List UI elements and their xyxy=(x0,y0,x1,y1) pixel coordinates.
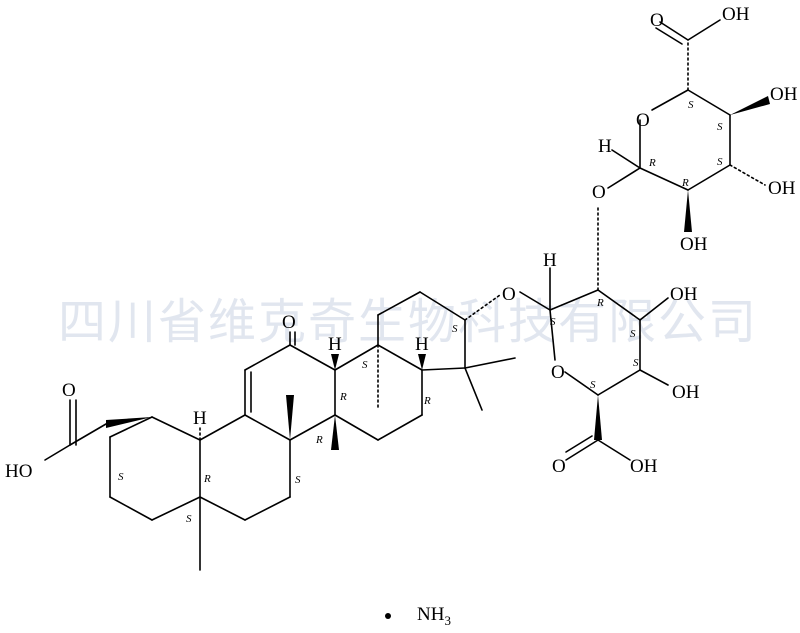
svg-text:OH: OH xyxy=(722,4,750,25)
ring-a xyxy=(109,416,201,521)
svg-text:R: R xyxy=(315,434,323,446)
svg-text:H: H xyxy=(415,334,429,355)
svg-text:S: S xyxy=(295,474,301,486)
svg-text:R: R xyxy=(681,177,689,189)
svg-text:S: S xyxy=(186,513,192,525)
svg-text:OH: OH xyxy=(672,382,700,403)
ring-b xyxy=(199,414,291,521)
svg-text:OH: OH xyxy=(768,178,796,199)
svg-text:OH: OH xyxy=(670,284,698,305)
salt-component: NH3 xyxy=(385,604,451,629)
svg-text:OH: OH xyxy=(680,234,708,255)
svg-text:R: R xyxy=(203,473,211,485)
svg-text:H: H xyxy=(598,136,612,157)
svg-text:O: O xyxy=(592,182,606,203)
svg-text:S: S xyxy=(717,121,723,133)
svg-text:O: O xyxy=(552,456,566,477)
svg-text:OH: OH xyxy=(770,84,798,105)
svg-text:S: S xyxy=(118,471,124,483)
svg-text:R: R xyxy=(339,391,347,403)
svg-text:O: O xyxy=(551,362,565,383)
bullet-dot xyxy=(385,612,391,619)
svg-text:R: R xyxy=(596,297,604,309)
svg-text:O: O xyxy=(636,110,650,131)
svg-text:H: H xyxy=(328,334,342,355)
svg-text:O: O xyxy=(62,380,76,401)
svg-text:H: H xyxy=(193,408,207,429)
svg-text:S: S xyxy=(688,99,694,111)
svg-text:S: S xyxy=(633,357,639,369)
svg-text:S: S xyxy=(590,379,596,391)
svg-text:S: S xyxy=(630,328,636,340)
sugar-ring-lower xyxy=(549,289,641,396)
svg-text:R: R xyxy=(648,157,656,169)
svg-text:R: R xyxy=(423,395,431,407)
svg-text:O: O xyxy=(502,284,516,305)
svg-text:S: S xyxy=(452,323,458,335)
ring-c xyxy=(244,344,336,441)
svg-text:S: S xyxy=(717,156,723,168)
ring-e xyxy=(377,291,466,371)
sugar-ring-upper xyxy=(639,89,731,191)
svg-text:HO: HO xyxy=(5,461,32,482)
svg-text:S: S xyxy=(362,359,368,371)
svg-text:S: S xyxy=(550,316,556,328)
svg-text:OH: OH xyxy=(630,456,658,477)
atom-oxygen: O xyxy=(282,312,296,333)
ring-d xyxy=(334,344,423,441)
wedge-bond xyxy=(286,395,294,440)
svg-text:O: O xyxy=(650,10,664,31)
svg-text:H: H xyxy=(543,250,557,271)
